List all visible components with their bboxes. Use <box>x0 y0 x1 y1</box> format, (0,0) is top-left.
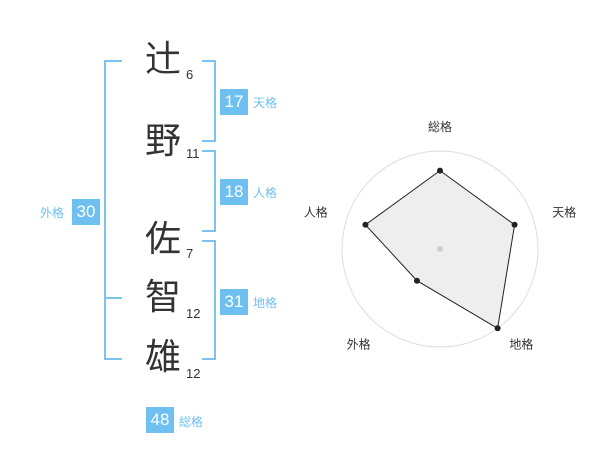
radar-point-1 <box>437 167 443 174</box>
gaikaku-label: 外格 <box>40 206 65 220</box>
name-char-1: 辻 <box>144 39 181 80</box>
stroke-count-1: 6 <box>186 67 194 82</box>
name-char-5: 雄 <box>144 337 181 378</box>
radar-point-2 <box>511 221 518 228</box>
chikaku-bracket <box>202 240 216 360</box>
radar-point-3 <box>494 325 501 332</box>
soukaku-label: 総格 <box>179 415 204 429</box>
radar-data-line <box>364 170 516 330</box>
tenkaku-label: 天格 <box>253 96 278 110</box>
radar-point-4 <box>413 277 420 284</box>
tenkaku-bracket <box>202 60 216 142</box>
stroke-count-4: 12 <box>186 306 201 321</box>
jinkaku-label: 人格 <box>253 186 278 200</box>
name-char-3: 佐 <box>144 219 181 260</box>
stroke-count-2: 11 <box>186 146 200 161</box>
radar-points <box>362 167 518 332</box>
gaikaku-value: 30 <box>72 199 100 225</box>
gaikaku-bracket <box>104 60 122 360</box>
radar-center-dot <box>437 246 443 252</box>
stroke-count-5: 12 <box>186 366 201 381</box>
soukaku-value: 48 <box>146 407 174 433</box>
radar-axis-label-1: 総格 <box>428 119 452 134</box>
radar-axis-label-3: 地格 <box>509 337 533 352</box>
radar-axis-label-4: 外格 <box>347 337 371 352</box>
gaikaku-bracket-tick <box>104 297 122 299</box>
jinkaku-bracket <box>202 150 216 232</box>
tenkaku-value: 17 <box>220 89 248 115</box>
chikaku-label: 地格 <box>253 296 278 310</box>
jinkaku-value: 18 <box>220 179 248 205</box>
name-char-2: 野 <box>144 121 181 162</box>
radar-axis-label-5: 人格 <box>304 205 328 220</box>
radar-point-5 <box>362 221 369 228</box>
stroke-count-3: 7 <box>186 246 194 261</box>
name-char-4: 智 <box>144 277 181 318</box>
chikaku-value: 31 <box>220 289 248 315</box>
radar-axis-label-2: 天格 <box>552 205 576 220</box>
